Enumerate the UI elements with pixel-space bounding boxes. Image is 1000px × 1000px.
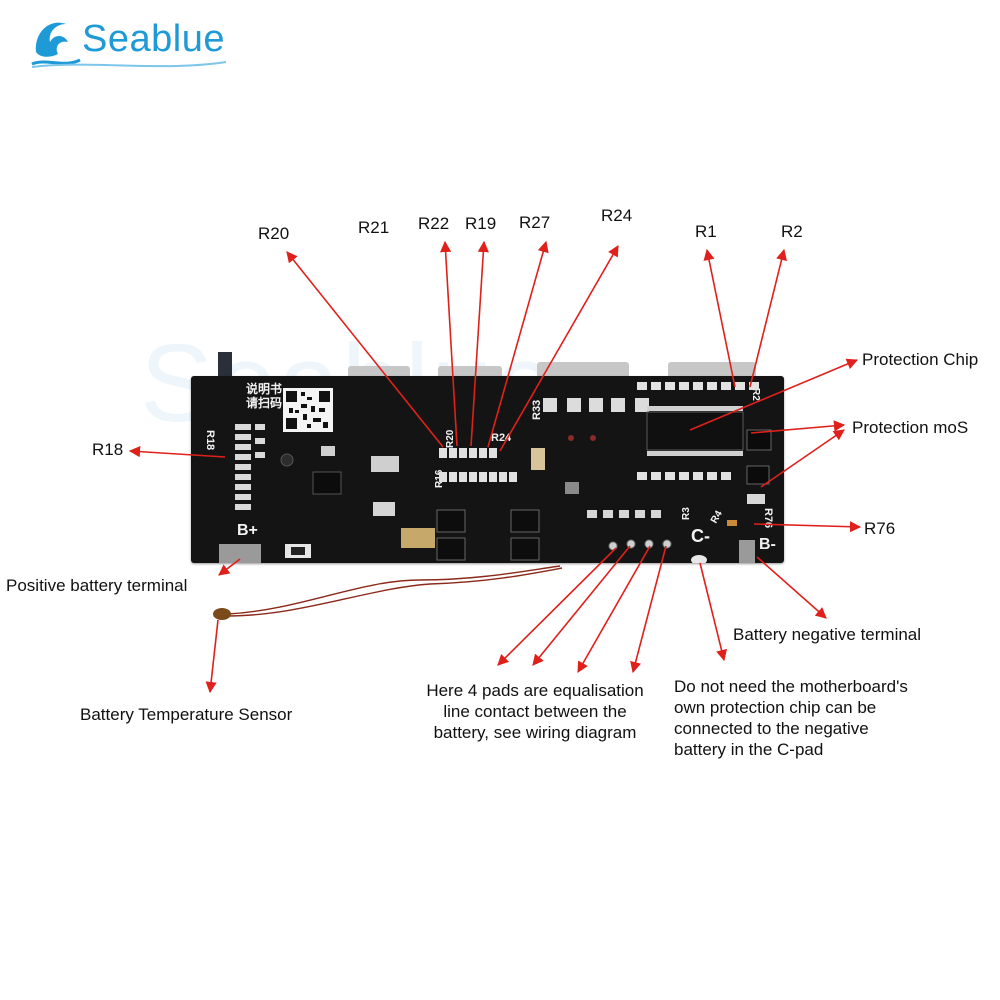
c-pad-line-1: Do not need the motherboard's — [674, 677, 908, 696]
callout-r22: R22 — [418, 214, 450, 233]
callout-protection-mos: Protection moS — [852, 418, 969, 437]
temperature-sensor — [213, 608, 231, 620]
callout-c-pad: Do not need the motherboard's own protec… — [674, 676, 908, 760]
silk-b-plus: B+ — [237, 522, 258, 539]
callout-negative-terminal: Battery negative terminal — [733, 625, 922, 644]
callout-r18: R18 — [92, 440, 124, 459]
callout-r1: R1 — [695, 222, 717, 241]
callout-protection-chip: Protection Chip — [862, 350, 979, 369]
callout-r24: R24 — [601, 206, 633, 225]
c-pad-line-4: battery in the C-pad — [674, 740, 824, 759]
brand-underline — [31, 61, 227, 68]
callout-r2: R2 — [781, 222, 803, 241]
qr-code — [283, 388, 333, 432]
callout-r21: R21 — [358, 218, 390, 237]
wave-logo-icon — [31, 22, 81, 66]
callout-r19: R19 — [465, 214, 497, 233]
c-pad-line-2: own protection chip can be — [674, 698, 877, 717]
board-components — [219, 382, 772, 563]
equalisation-line-3: battery, see wiring diagram — [433, 723, 637, 742]
callout-r20: R20 — [258, 224, 290, 243]
equalisation-line-1: Here 4 pads are equalisation — [426, 681, 644, 700]
callout-r27: R27 — [519, 213, 551, 232]
silk-c-minus: C- — [691, 526, 710, 546]
callout-temperature-sensor: Battery Temperature Sensor — [80, 705, 293, 724]
qr-caption-line1: 说明书 — [246, 382, 283, 396]
brand-name: Seablue — [82, 18, 225, 60]
callout-positive-terminal: Positive battery terminal — [6, 576, 188, 595]
callout-equalisation: Here 4 pads are equalisation line contac… — [400, 680, 670, 743]
pcb-board: 说明书 请扫码 B+ B- C- R18 R76 R33 R24 R3 R4 R… — [191, 376, 784, 563]
c-pad-line-3: connected to the negative — [674, 719, 869, 738]
callout-r76: R76 — [864, 519, 896, 538]
equalisation-line-2: line contact between the — [443, 702, 627, 721]
silk-b-minus: B- — [759, 536, 776, 553]
qr-caption-line2: 请扫码 — [246, 396, 283, 410]
sensor-wires — [227, 565, 563, 617]
brand-logo: Seablue — [30, 12, 230, 74]
